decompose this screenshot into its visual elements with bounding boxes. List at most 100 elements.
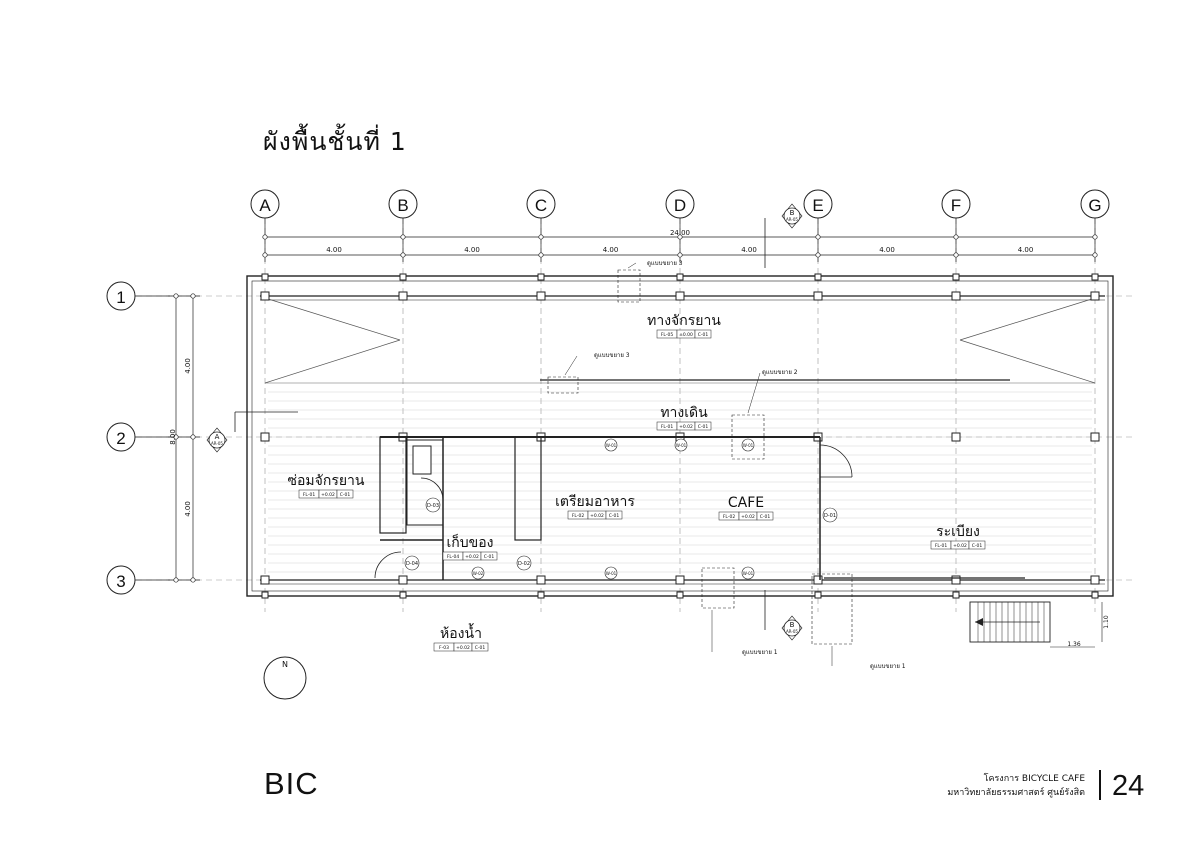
room-tag-storage: +0.02 [465, 554, 479, 560]
window-tag-bubble [674, 438, 688, 452]
dimension-tick [173, 434, 179, 440]
dimension-tick [262, 234, 268, 240]
dimension-tick [538, 252, 544, 258]
roof-slope-line [264, 339, 401, 384]
column [813, 291, 823, 301]
room-name-terrace: ระเบียง [936, 524, 980, 540]
column [260, 575, 270, 585]
detail-callout-box [547, 376, 579, 394]
room-tag-box [694, 329, 712, 339]
room-tag-walkway: FL-01 [661, 424, 674, 430]
room-tag-box [336, 489, 354, 499]
roof-slope-line [959, 339, 1096, 384]
room-tag-storage: FL-04 [447, 554, 460, 560]
project-name: โครงการ BICYCLE CAFE [983, 774, 1085, 784]
footer-divider [1099, 770, 1101, 800]
door-swing [420, 477, 444, 501]
room-name-food-prep: เตรียมอาหาร [555, 494, 635, 510]
door-swing [374, 551, 402, 579]
bay-width-label: 4.00 [741, 246, 757, 254]
room-name-restroom: ห้องน้ำ [440, 623, 482, 642]
prep-partition [514, 436, 542, 541]
door-tag-bubble [516, 555, 532, 571]
bay-depth-label: 4.00 [184, 501, 192, 517]
column [675, 575, 685, 585]
room-tag-food-prep: FL-02 [572, 513, 585, 519]
room-tag-restroom: F-03 [439, 645, 449, 651]
grid-bubble-label: C [535, 196, 547, 215]
column-cap [814, 273, 822, 281]
room-tag-box [968, 540, 986, 550]
window-tag-bubble [604, 438, 618, 452]
column-cap [537, 591, 545, 599]
room-tag-food-prep: +0.02 [590, 513, 604, 519]
grid-bubble-label: B [397, 196, 408, 215]
column-cap [261, 273, 269, 281]
dimension-tick [400, 252, 406, 258]
column [1090, 291, 1100, 301]
stair-outline [969, 601, 1051, 643]
section-marker-sheet: AR-05 [786, 217, 798, 222]
dimension-tick [1092, 252, 1098, 258]
detail-callout-label: ดูแบบขยาย 3 [594, 352, 630, 359]
room-name-walkway: ทางเดิน [660, 405, 708, 421]
roof-slope-line [959, 297, 1096, 341]
room-tag-terrace: C-01 [972, 543, 983, 549]
window-tag-label: W-01 [676, 443, 687, 448]
door-tag-label: D-02 [518, 561, 530, 567]
room-tag-box [480, 551, 498, 561]
window-tag-bubble [741, 566, 755, 580]
room-tag-cafe: C-01 [760, 514, 771, 520]
column-cap [1091, 273, 1099, 281]
detail-callout-leader [627, 262, 637, 269]
room-tag-terrace: +0.02 [953, 543, 967, 549]
grid-bubble-label: F [951, 196, 961, 215]
window-tag-bubble [471, 566, 485, 580]
room-tag-box [605, 510, 623, 520]
column [1090, 432, 1100, 442]
detail-callout-label: ดูแบบขยาย 2 [762, 369, 798, 376]
window-tag-label: W-01 [606, 443, 617, 448]
stair: 1.361.10 [969, 601, 1110, 648]
grid-bubble-label: 3 [116, 572, 125, 591]
column-cap [399, 591, 407, 599]
stair-width-label: 1.36 [1067, 641, 1081, 648]
detail-callout-box [731, 414, 765, 460]
door-tag-bubble [822, 507, 838, 523]
column-cap [399, 273, 407, 281]
bay-depth-label: 4.00 [184, 358, 192, 374]
room-tag-terrace: FL-01 [935, 543, 948, 549]
room-tag-cafe: FL-02 [723, 514, 736, 520]
roof-slope-line [264, 297, 401, 341]
room-tag-bike-lane: C-01 [698, 332, 709, 338]
dimension-tick [1092, 234, 1098, 240]
window-tag-label: W-01 [743, 571, 754, 576]
section-marker-letter: B [790, 209, 795, 217]
window-tag-label: W-01 [743, 443, 754, 448]
dimension-tick [173, 293, 179, 299]
detail-callout-label: ดูแบบขยาย 3 [647, 260, 683, 267]
column [536, 291, 546, 301]
dimension-tick [173, 577, 179, 583]
dimension-tick [815, 252, 821, 258]
window-tag-bubble [741, 438, 755, 452]
stair-direction-arrow [975, 618, 983, 626]
toilet-partition [379, 436, 407, 534]
bay-width-label: 4.00 [464, 246, 480, 254]
room-name-storage: เก็บของ [447, 533, 494, 551]
detail-callout-box [617, 269, 641, 303]
grid-lines [136, 218, 1135, 612]
grid-bubble-label: A [259, 196, 271, 215]
university-name: มหาวิทยาลัยธรรมศาสตร์ ศูนย์รังสิต [947, 788, 1085, 798]
room-tag-box [471, 642, 489, 652]
exterior-inner-line [251, 280, 1109, 592]
bay-width-label: 4.00 [326, 246, 342, 254]
room-name-bike-repair: ซ่อมจักรยาน [288, 473, 365, 489]
dimension-tick [190, 577, 196, 583]
detail-callout-leader [564, 355, 578, 376]
dimension-tick [190, 434, 196, 440]
detail-callout-label: ดูแบบขยาย 1 [870, 663, 906, 670]
